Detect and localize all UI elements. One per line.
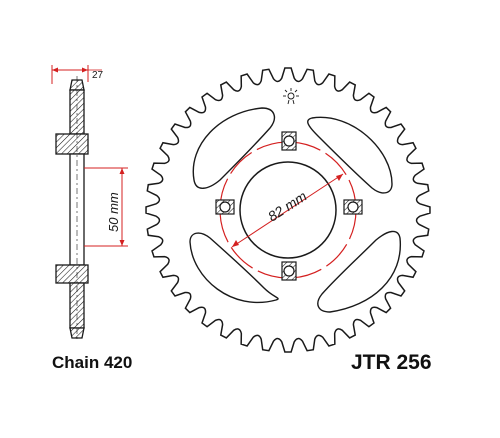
- front-view: 82 mm: [145, 67, 431, 353]
- dim-thickness-label: 27: [92, 70, 104, 81]
- cutout-bottom-right: [317, 230, 401, 313]
- bolt-hole-top: [281, 131, 297, 151]
- cutout-top-right: [307, 116, 393, 194]
- bolt-hole-bottom: [281, 261, 297, 281]
- profile-upper-hub: [55, 133, 89, 155]
- sprocket-teeth-outline: [145, 67, 431, 353]
- cutout-bottom-left: [189, 232, 279, 304]
- chain-label: Chain 420: [52, 353, 133, 372]
- cutout-top-left: [192, 107, 276, 189]
- dim-thickness: 27: [51, 65, 104, 84]
- bolt-holes: [215, 131, 363, 281]
- sunburst-icon: [283, 88, 299, 105]
- profile-lower-hub: [55, 264, 89, 284]
- dim-pcd-label: 82 mm: [265, 188, 310, 225]
- bolt-hole-left: [215, 199, 235, 215]
- center-bore: [239, 161, 337, 259]
- dim-offset-label: 50 mm: [106, 192, 121, 232]
- dim-offset: 50 mm: [84, 167, 128, 247]
- bolt-hole-right: [343, 199, 363, 215]
- part-number-label: JTR 256: [351, 351, 432, 374]
- dim-pcd: 82 mm: [231, 173, 344, 248]
- side-profile: 27 50 mm: [51, 65, 128, 342]
- lightening-cutouts: [189, 107, 401, 313]
